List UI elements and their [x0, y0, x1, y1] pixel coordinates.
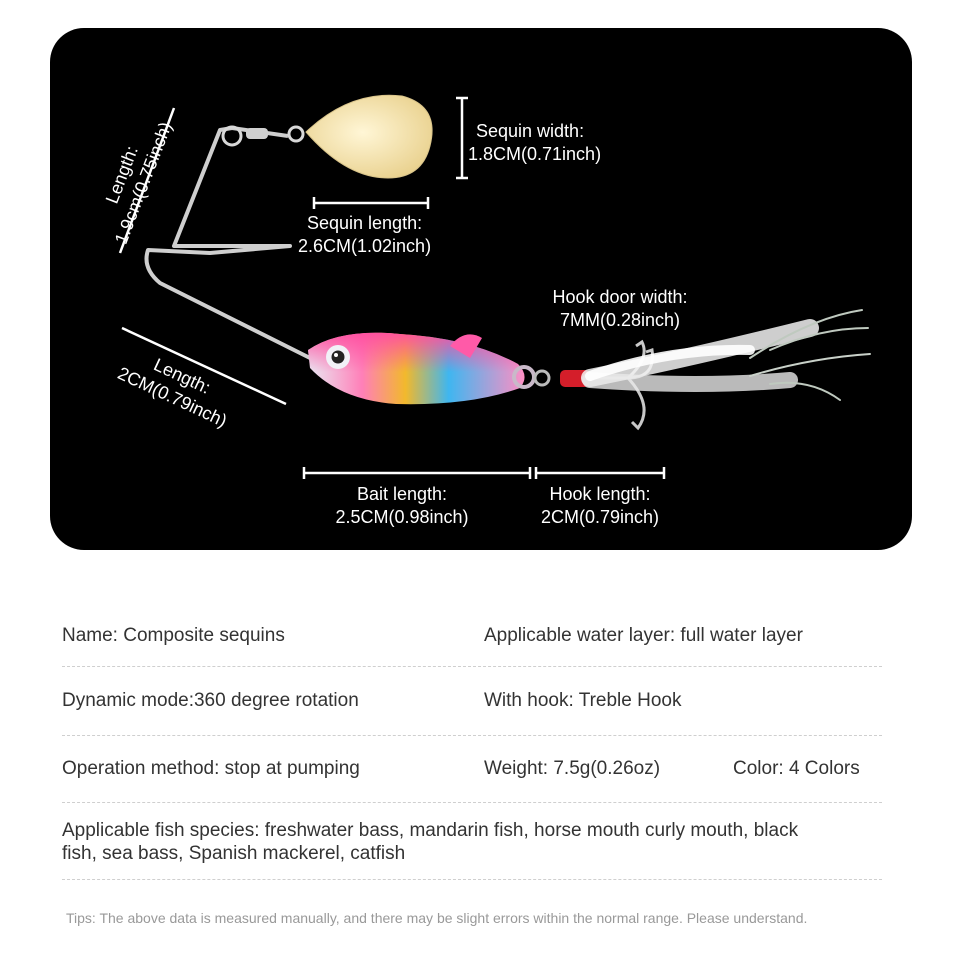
sequin-blade [305, 94, 433, 179]
hook-length-label: Hook length: 2CM(0.79inch) [540, 484, 660, 527]
spec-fish-species-line1: Applicable fish species: freshwater bass… [62, 820, 799, 841]
tips-note: Tips: The above data is measured manuall… [66, 910, 808, 926]
bait-length-label: Bait length: 2.5CM(0.98inch) [335, 484, 469, 527]
spec-with-hook: With hook: Treble Hook [484, 690, 682, 711]
spec-dynamic-mode: Dynamic mode:360 degree rotation [62, 690, 359, 711]
spec-fish-species-line2: fish, sea bass, Spanish mackerel, catfis… [62, 843, 406, 864]
feather-skirt [581, 309, 871, 401]
spec-row: Dynamic mode:360 degree rotation With ho… [62, 667, 882, 736]
spec-row: Operation method: stop at pumping Weight… [62, 736, 882, 803]
sequin-width-label: Sequin width: 1.8CM(0.71inch) [468, 121, 602, 164]
spinner-wire [144, 125, 312, 360]
spec-operation-method: Operation method: stop at pumping [62, 758, 360, 779]
spec-row: Applicable fish species: freshwater bass… [62, 803, 882, 880]
specification-table: Name: Composite sequins Applicable water… [62, 612, 882, 880]
lure-illustration [118, 94, 871, 479]
spec-name: Name: Composite sequins [62, 625, 285, 646]
spec-row: Name: Composite sequins Applicable water… [62, 612, 882, 667]
fish-bait [308, 332, 536, 405]
spec-water-layer: Applicable water layer: full water layer [484, 625, 803, 646]
spec-weight: Weight: 7.5g(0.26oz) [484, 758, 661, 779]
spec-color: Color: 4 Colors [733, 758, 860, 779]
dimension-lines [118, 96, 666, 479]
product-diagram-panel: Sequin width: 1.8CM(0.71inch) Sequin len… [50, 28, 912, 550]
hook-door-width-label: Hook door width: 7MM(0.28inch) [552, 287, 688, 330]
sequin-length-label: Sequin length: 2.6CM(1.02inch) [298, 213, 432, 256]
